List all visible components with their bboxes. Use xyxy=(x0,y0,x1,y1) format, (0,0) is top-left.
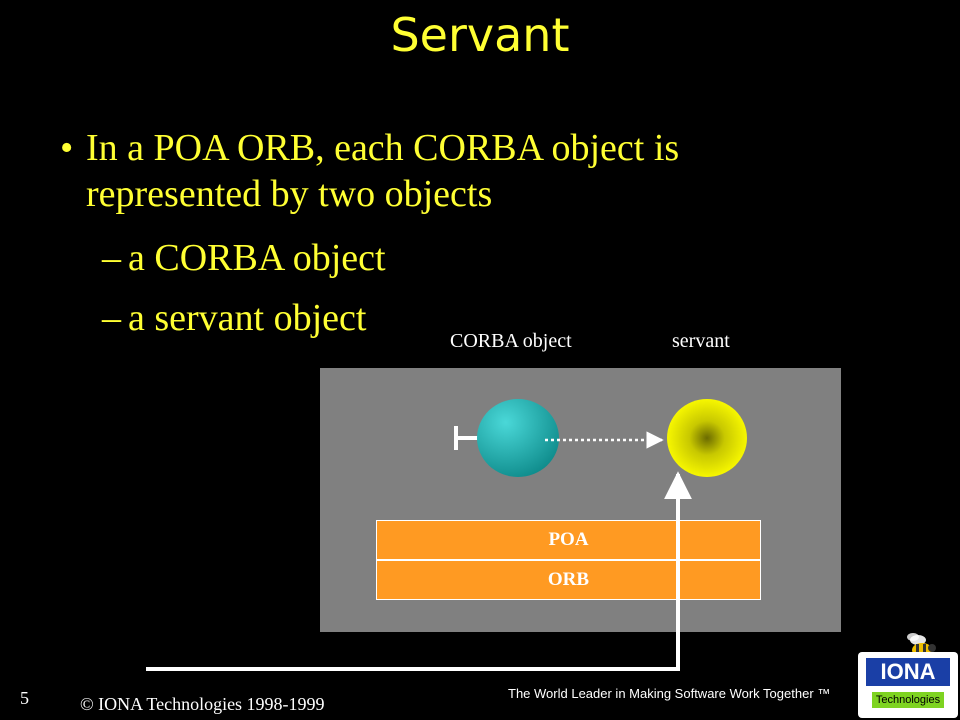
sub-bullet-corba-object: a CORBA object xyxy=(128,237,386,279)
orb-layer: ORB xyxy=(376,560,761,600)
iona-logo: IONA Technologies xyxy=(858,632,958,718)
slide-title: Servant xyxy=(390,8,570,62)
servant-sphere xyxy=(667,399,747,477)
iona-logo-subtext: Technologies xyxy=(872,692,944,708)
tagline-text: The World Leader in Making Software Work… xyxy=(508,686,831,701)
corba-object-label: CORBA object xyxy=(450,330,572,352)
bullet-text-line-1: In a POA ORB, each CORBA object is xyxy=(86,127,680,169)
page-number: 5 xyxy=(20,688,29,708)
corba-object-sphere xyxy=(477,399,559,477)
object-reference-handle-icon xyxy=(454,426,480,450)
request-path-arrow xyxy=(146,471,692,671)
copyright-text: © IONA Technologies 1998-1999 xyxy=(80,694,325,714)
bullet-marker: • xyxy=(60,127,74,169)
poa-layer: POA xyxy=(376,520,761,560)
sub-bullet-marker: – xyxy=(102,297,121,339)
sub-bullet-servant-object: a servant object xyxy=(128,297,367,339)
sub-bullet-marker: – xyxy=(102,237,121,279)
servant-label: servant xyxy=(672,330,730,352)
bullet-text-line-2: represented by two objects xyxy=(86,173,493,215)
iona-logo-text: IONA xyxy=(866,658,950,686)
